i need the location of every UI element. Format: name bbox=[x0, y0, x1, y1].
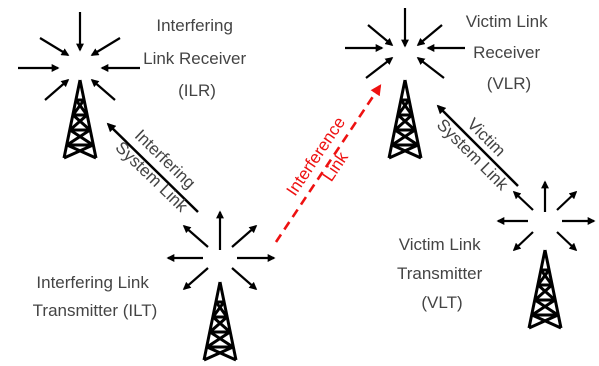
ilr-label: Interfering Link Receiver (ILR) bbox=[143, 16, 251, 100]
vlr-incoming-arrows bbox=[345, 8, 465, 79]
vlt-label-line1: Victim Link bbox=[399, 235, 481, 254]
interference-link-label: Interference Link bbox=[283, 109, 370, 211]
interference-link-arrow bbox=[274, 84, 382, 243]
ilr-label-line2: Link Receiver bbox=[143, 49, 246, 68]
ilr-label-line3: (ILR) bbox=[178, 81, 216, 100]
svg-text:Interference Link: Interference Link bbox=[283, 109, 370, 211]
vlr-label: Victim Link Receiver (VLR) bbox=[466, 12, 553, 93]
ilr-tower bbox=[18, 12, 140, 160]
ilt-label-line1: Interfering Link bbox=[36, 273, 149, 292]
interfering-system-link-label: Interfering System Link bbox=[112, 122, 207, 216]
ilt-tower bbox=[166, 210, 276, 362]
vlr-label-line2: Receiver bbox=[473, 43, 540, 62]
vlr-label-line1: Victim Link bbox=[466, 12, 548, 31]
ilt-label: Interfering Link Transmitter (ILT) bbox=[33, 273, 158, 320]
ilr-incoming-arrows bbox=[18, 12, 140, 101]
vlt-outgoing-arrows bbox=[496, 180, 596, 252]
svg-text:Interfering System Link: Interfering System Link bbox=[112, 122, 207, 216]
interfering-system-link-arrow bbox=[106, 122, 199, 213]
ilt-label-line2: Transmitter (ILT) bbox=[33, 301, 158, 320]
victim-system-link-arrow bbox=[436, 104, 519, 187]
vlt-label: Victim Link Transmitter (VLT) bbox=[397, 235, 487, 312]
vlt-label-line3: (VLT) bbox=[421, 293, 462, 312]
vlt-label-line2: Transmitter bbox=[397, 264, 483, 283]
vlr-tower bbox=[345, 8, 465, 160]
ilr-label-line1: Interfering bbox=[156, 16, 233, 35]
vlr-label-line3: (VLR) bbox=[487, 74, 531, 93]
vlt-tower bbox=[496, 180, 596, 330]
ilt-outgoing-arrows bbox=[166, 210, 276, 291]
